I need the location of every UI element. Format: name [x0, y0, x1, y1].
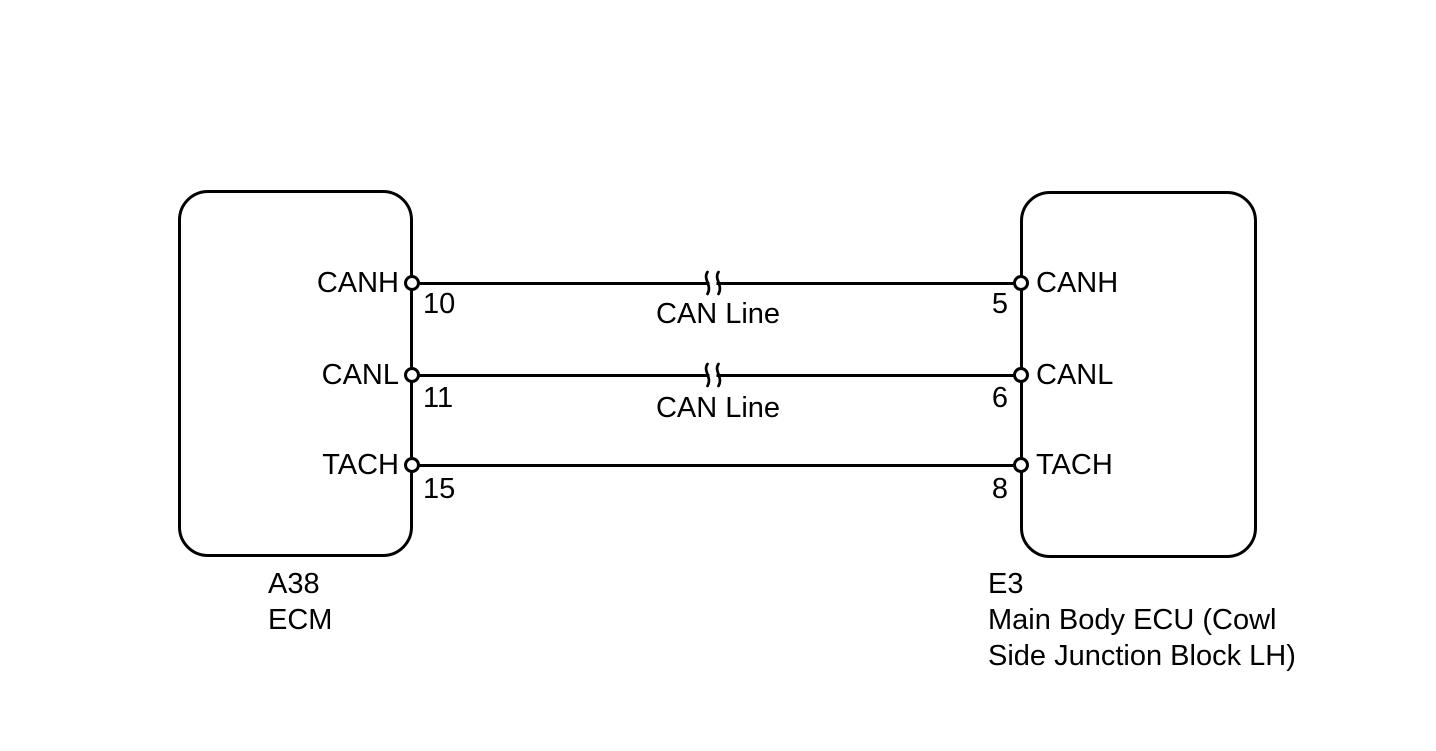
connector-caption-e3: E3 Main Body ECU (Cowl Side Junction Blo…	[988, 566, 1296, 674]
terminal-label-a38-canh: CANH	[316, 267, 399, 299]
terminal-dot-a38-11	[404, 367, 420, 383]
wire-label-can-line-2: CAN Line	[655, 392, 781, 424]
wire-break-icon	[704, 362, 722, 388]
terminal-label-a38-canl: CANL	[321, 359, 399, 391]
connector-code-a38: A38	[268, 568, 320, 600]
pin-number-a38-10: 10	[423, 288, 456, 320]
wire-canl	[412, 373, 1022, 377]
terminal-label-e3-canl: CANL	[1036, 359, 1114, 391]
pin-number-e3-5: 5	[991, 288, 1008, 320]
connector-name-a38: ECM	[268, 604, 333, 636]
terminal-dot-e3-8	[1013, 457, 1029, 473]
pin-number-e3-6: 6	[991, 382, 1008, 414]
connector-box-a38	[178, 190, 413, 557]
pin-number-a38-15: 15	[423, 473, 456, 505]
connector-name-e3-line1: Main Body ECU (Cowl	[988, 604, 1277, 636]
wire-break-icon	[704, 270, 722, 296]
terminal-label-e3-tach: TACH	[1036, 449, 1113, 481]
connector-box-e3	[1020, 191, 1257, 558]
terminal-label-e3-canh: CANH	[1036, 267, 1119, 299]
terminal-dot-e3-5	[1013, 275, 1029, 291]
pin-number-e3-8: 8	[991, 473, 1008, 505]
pin-number-a38-11: 11	[423, 382, 454, 414]
wire-tach	[412, 463, 1022, 467]
connector-code-e3: E3	[988, 568, 1024, 600]
connector-name-e3-line2: Side Junction Block LH)	[988, 640, 1296, 672]
wire-canh	[412, 281, 1022, 285]
wire-label-can-line-1: CAN Line	[655, 298, 781, 330]
terminal-label-a38-tach: TACH	[322, 449, 399, 481]
connector-caption-a38: A38 ECM	[268, 566, 332, 638]
terminal-dot-a38-15	[404, 457, 420, 473]
terminal-dot-e3-6	[1013, 367, 1029, 383]
terminal-dot-a38-10	[404, 275, 420, 291]
